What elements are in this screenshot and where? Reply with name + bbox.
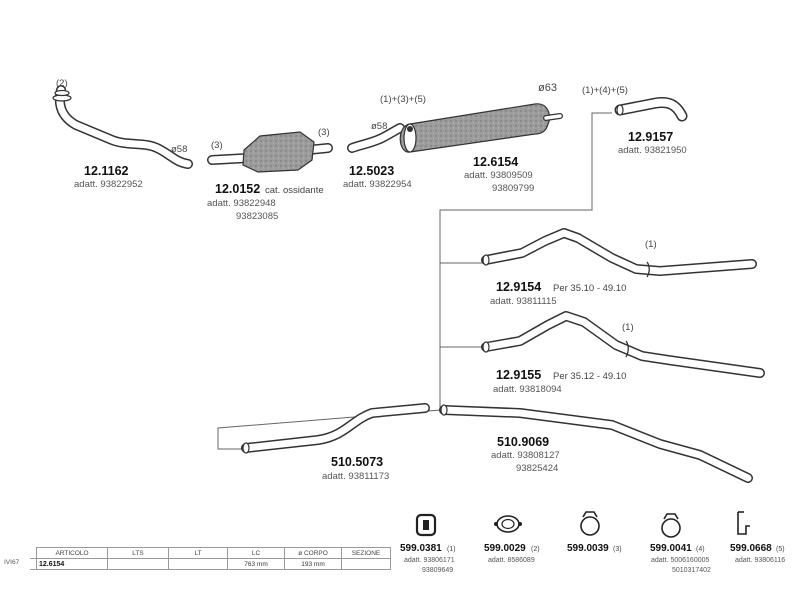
pipe-510-9069 [439, 404, 753, 483]
spec-header-diameter: ø CORPO [284, 547, 342, 559]
part-adatt: adatt. 93811173 [322, 471, 390, 482]
part-adatt: adatt. 93822948 [207, 198, 276, 209]
spec-table: ARTICOLO LTS LT LC ø CORPO SEZIONE 12.61… [30, 547, 391, 570]
spec-cell-lt [168, 558, 228, 570]
part-adatt-2: 93809799 [492, 183, 535, 194]
accessory-adatt-2: 93809649 [422, 567, 454, 574]
callout-label: (3) [211, 140, 223, 151]
accessory-adatt-2: 5010317402 [672, 567, 711, 574]
spec-header-lts: LTS [107, 547, 169, 559]
part-adatt: adatt. 93811115 [490, 296, 557, 307]
accessory-adatt: adatt. 93806116 [735, 557, 786, 564]
callout-label: (3) [318, 127, 330, 138]
spec-cell-articolo: 12.6154 [36, 558, 108, 570]
accessory-adatt: adatt. 5006160005 [651, 557, 710, 564]
rubber-hanger-icon [415, 513, 437, 537]
spec-table-spacer [30, 558, 37, 570]
accessory-code: 599.0029 [484, 543, 526, 554]
connector-lines [217, 112, 612, 450]
callout-label: (1)+(4)+(5) [582, 85, 628, 96]
pipe-clamp-icon [661, 513, 681, 538]
accessory-ref: (1) [447, 546, 456, 553]
part-adatt-2: 93823085 [236, 211, 279, 222]
tail-pipe-12-9157 [614, 96, 688, 122]
part-adatt: adatt. 93809509 [464, 170, 533, 181]
accessory-adatt: adatt. 93806171 [404, 557, 455, 564]
mounting-bracket-icon [737, 511, 750, 535]
part-note: cat. ossidante [265, 185, 324, 196]
spec-header-articolo: ARTICOLO [36, 547, 108, 559]
part-adatt: adatt. 93818094 [493, 384, 562, 395]
accessory-ref: (4) [696, 546, 705, 553]
accessory-ref: (5) [776, 546, 785, 553]
part-code-12-6154: 12.6154 [473, 155, 519, 169]
accessory-ref: (2) [531, 546, 540, 553]
part-code-12-9154: 12.9154 [496, 280, 542, 294]
spec-header-sezione: SEZIONE [341, 547, 391, 559]
catalytic-converter-12-0152 [207, 131, 333, 173]
callout-label: (1) [645, 239, 657, 250]
part-adatt: adatt. 93822952 [74, 179, 143, 190]
spec-header-lt: LT [168, 547, 228, 559]
spec-cell-lc: 763 mm [227, 558, 285, 570]
spec-table-spacer [30, 547, 37, 559]
part-code-12-0152: 12.0152 [215, 182, 261, 196]
muffler-12-6154 [399, 103, 563, 153]
accessory-adatt: adatt. 8586089 [488, 557, 535, 564]
part-note: Per 35.12 - 49.10 [553, 371, 627, 382]
pipe-clamp-icon [580, 511, 600, 536]
part-code-12-9155: 12.9155 [496, 368, 542, 382]
callout-label: (2) [56, 78, 68, 89]
accessory-code: 599.0668 [730, 543, 772, 554]
spec-header-lc: LC [227, 547, 285, 559]
model-label: IVI67 [4, 559, 20, 566]
pipe-12-9154 [481, 228, 757, 278]
accessory-code: 599.0381 [400, 543, 442, 554]
spec-cell-sezione [341, 558, 391, 570]
pipe-12-9155 [481, 311, 765, 378]
connecting-pipe-12-5023 [347, 123, 405, 153]
part-adatt: adatt. 93822954 [343, 179, 412, 190]
spec-cell-diameter: 193 mm [284, 558, 342, 570]
part-adatt: adatt. 93821950 [618, 145, 687, 156]
diameter-label: ø58 [171, 144, 188, 155]
part-code-12-5023: 12.5023 [349, 164, 395, 178]
part-code-510-5073: 510.5073 [331, 455, 384, 469]
accessory-ref: (3) [613, 546, 622, 553]
part-adatt-2: 93825424 [516, 463, 559, 474]
spec-table-row: 12.6154 763 mm 193 mm [30, 558, 391, 570]
part-note: Per 35.10 - 49.10 [553, 283, 627, 294]
part-code-12-1162: 12.1162 [84, 164, 129, 178]
pipe-510-5073 [241, 403, 430, 454]
accessory-code: 599.0039 [567, 543, 609, 554]
callout-label: (1) [622, 322, 634, 333]
spec-cell-lts [107, 558, 169, 570]
callout-label: (1)+(3)+(5) [380, 94, 426, 105]
diameter-label: ø58 [371, 121, 388, 132]
part-adatt: adatt. 93808127 [491, 450, 560, 461]
downpipe-12-1162 [52, 85, 193, 169]
accessory-code: 599.0041 [650, 543, 692, 554]
flange-gasket-icon [494, 515, 522, 533]
part-code-510-9069: 510.9069 [497, 435, 550, 449]
spec-table-header-row: ARTICOLO LTS LT LC ø CORPO SEZIONE [30, 547, 391, 559]
part-code-12-9157: 12.9157 [628, 130, 674, 144]
diameter-label: ø63 [538, 82, 557, 94]
